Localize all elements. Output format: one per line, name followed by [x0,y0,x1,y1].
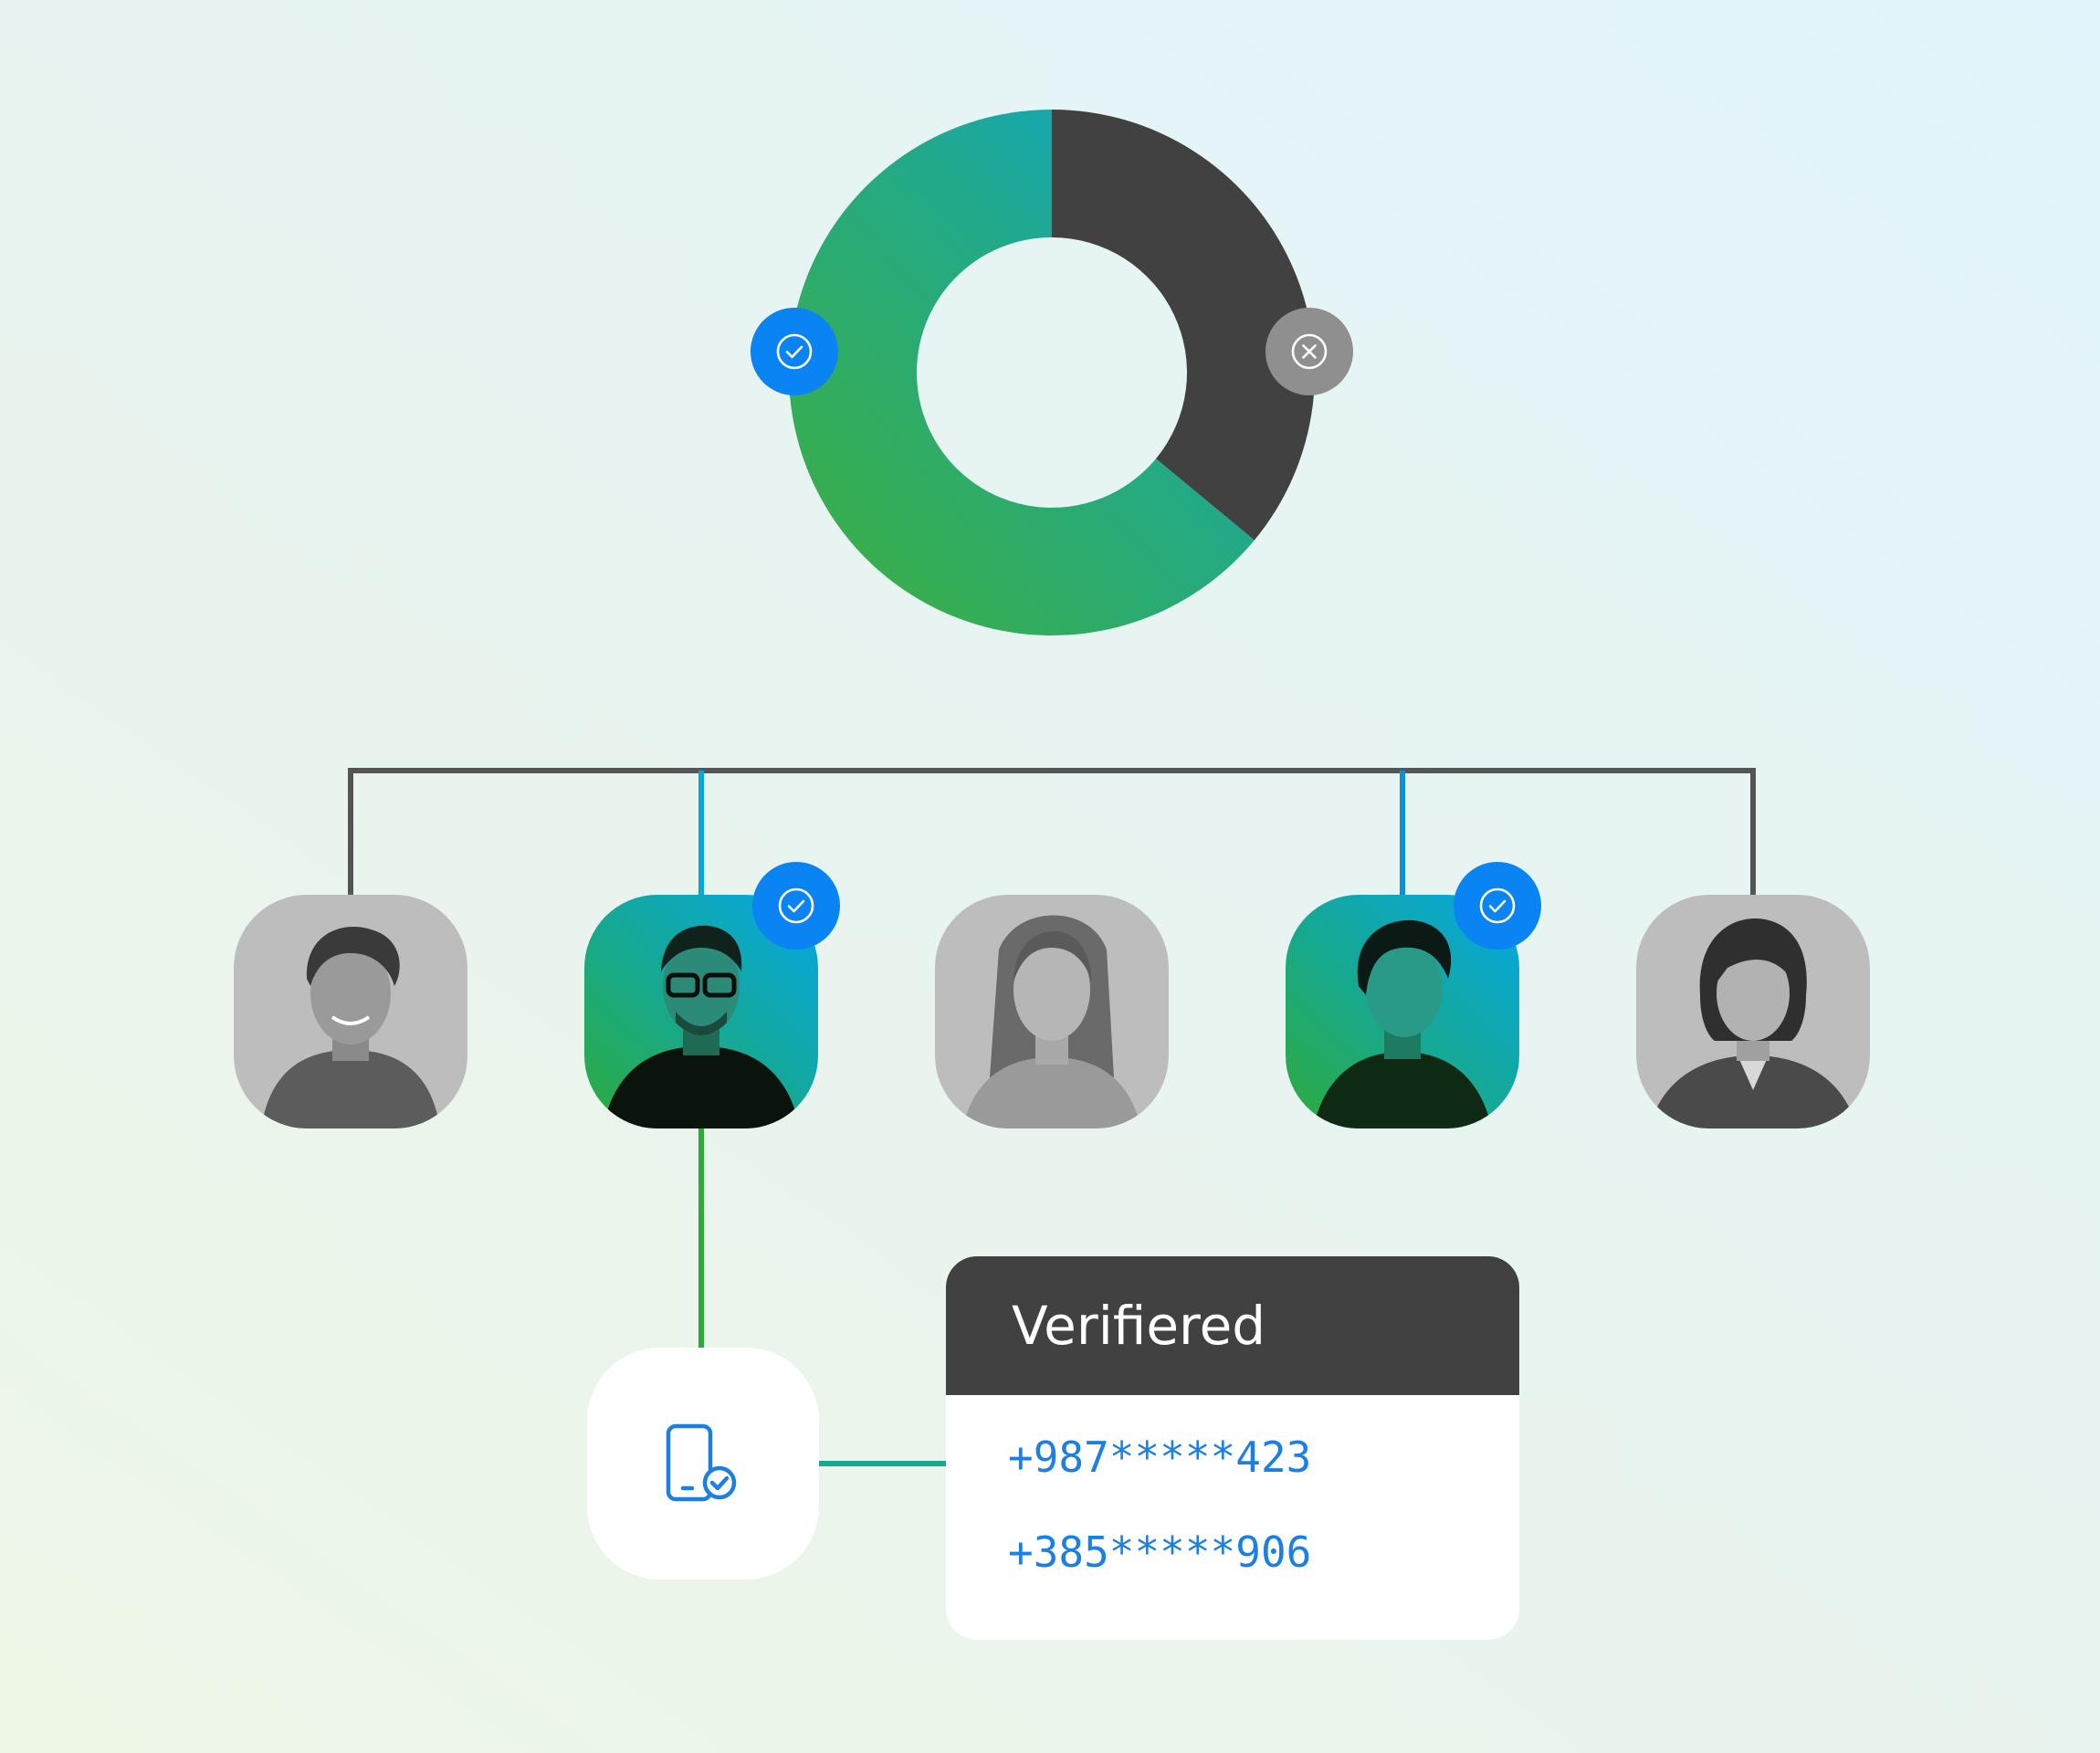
phone-check-icon [666,1423,737,1502]
person-silhouette-icon [1649,918,1857,1128]
person-silhouette-icon [261,926,440,1128]
phone-number-list: +987*****423 +385*****906 [946,1395,1519,1600]
donut-slice-verified [789,110,1255,636]
verified-badge [1454,862,1541,950]
person-silhouette-icon [1313,919,1492,1128]
donut-chart [789,110,1316,636]
panel-title: Verifiered [946,1256,1519,1395]
phone-verification-card[interactable] [587,1348,819,1580]
rejected-badge [1265,308,1353,395]
avatar-young-man-smiling[interactable] [234,895,467,1128]
check-circle-icon [1479,887,1516,924]
avatar-woman-long-hair[interactable] [935,895,1169,1128]
verified-numbers-panel: Verifiered +987*****423 +385*****906 [946,1256,1519,1640]
verified-badge [751,308,838,395]
person-silhouette-icon [962,915,1141,1128]
phone-number[interactable]: +385*****906 [1008,1527,1312,1577]
avatar-man-with-glasses[interactable] [584,895,818,1128]
phone-number[interactable]: +987*****423 [1008,1433,1312,1482]
donut-slice-unverified [1052,110,1316,541]
avatar-woman-bob-hair[interactable] [1636,895,1870,1128]
verified-badge [752,862,840,950]
x-circle-icon [1291,333,1328,370]
check-circle-icon [776,333,813,370]
check-circle-icon [778,887,814,924]
person-silhouette-icon [603,925,800,1128]
